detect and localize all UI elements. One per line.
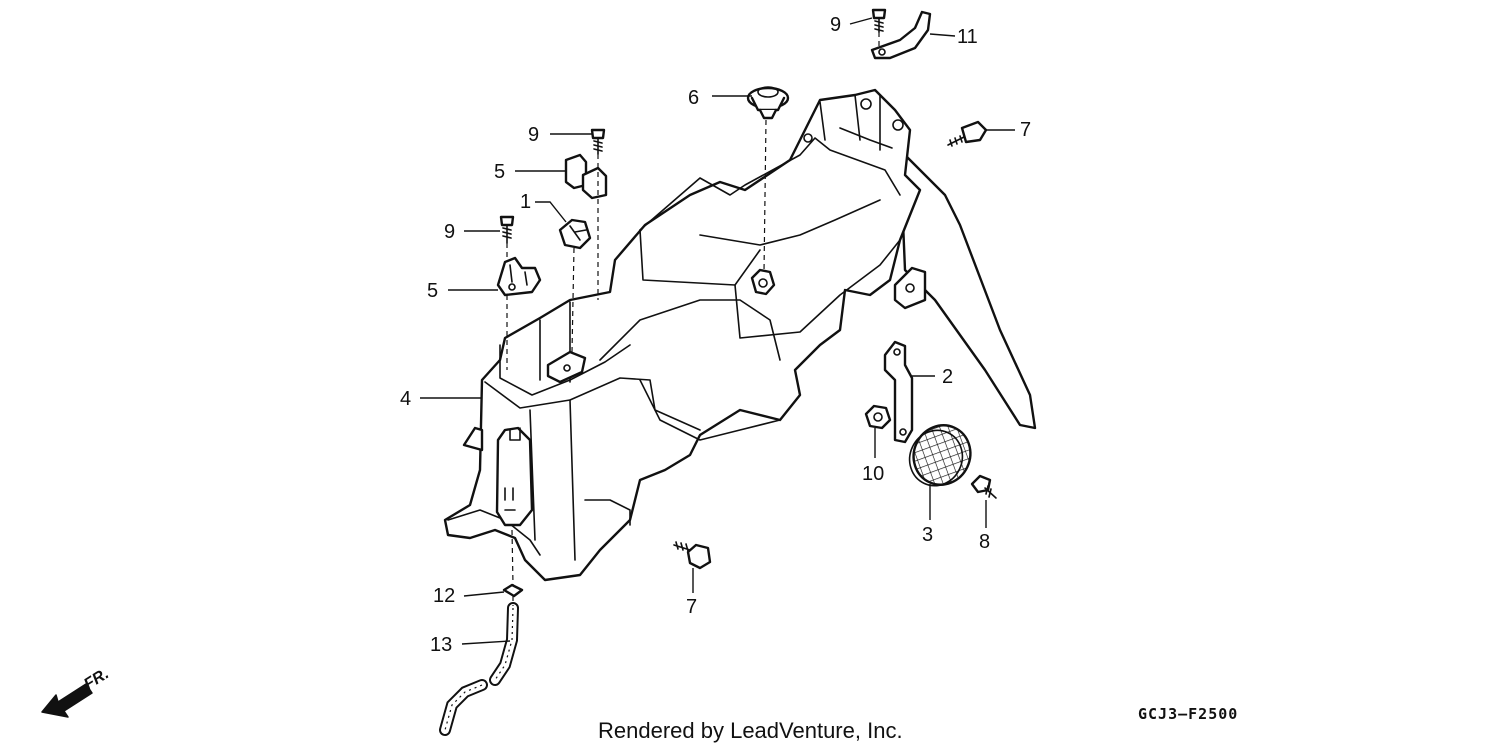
bolt-7-bottom (673, 541, 712, 570)
callout-2: 2 (942, 366, 953, 388)
screw-9-top (871, 8, 887, 33)
callout-13: 13 (430, 634, 452, 656)
clip-12 (502, 583, 524, 598)
credit-text: Rendered by LeadVenture, Inc. (598, 718, 903, 743)
screw-9-middle (590, 128, 606, 155)
callout-1: 1 (520, 191, 531, 213)
callout-9-left: 9 (444, 221, 455, 243)
reflector-3 (908, 424, 972, 487)
drain-tube-13 (439, 602, 519, 736)
callout-7-bottom: 7 (686, 596, 697, 618)
callout-11: 11 (957, 26, 978, 48)
callout-6: 6 (688, 87, 699, 109)
stay-bracket-11 (870, 10, 932, 60)
grommet-6 (746, 86, 790, 120)
rear-fender-body (443, 88, 1037, 582)
assembly-lines (506, 32, 880, 606)
reflector-bracket-2 (883, 340, 914, 444)
screw-8 (970, 474, 997, 499)
callout-12: 12 (433, 585, 455, 607)
callout-numbers: 9 11 6 7 9 5 1 9 5 4 2 10 3 8 7 12 13 (400, 14, 1031, 656)
clip-1 (558, 218, 592, 250)
callout-10: 10 (862, 463, 884, 485)
screw-9-left (499, 215, 515, 244)
nut-10 (864, 404, 892, 430)
callout-5-upper: 5 (494, 161, 505, 183)
callout-7-right: 7 (1020, 119, 1031, 141)
front-direction-arrow: FR. (41, 665, 112, 718)
leader-lines (420, 17, 1015, 645)
clamp-5-upper (564, 153, 608, 200)
callout-9-middle: 9 (528, 124, 539, 146)
callout-9-top: 9 (830, 14, 841, 36)
clamp-5-lower (496, 256, 542, 297)
callout-4: 4 (400, 388, 411, 410)
callout-3: 3 (922, 524, 933, 546)
bolt-7-right (947, 120, 988, 147)
callout-8: 8 (979, 531, 990, 553)
diagram-code: GCJ3–F2500 (1138, 705, 1238, 723)
callout-5-lower: 5 (427, 280, 438, 302)
